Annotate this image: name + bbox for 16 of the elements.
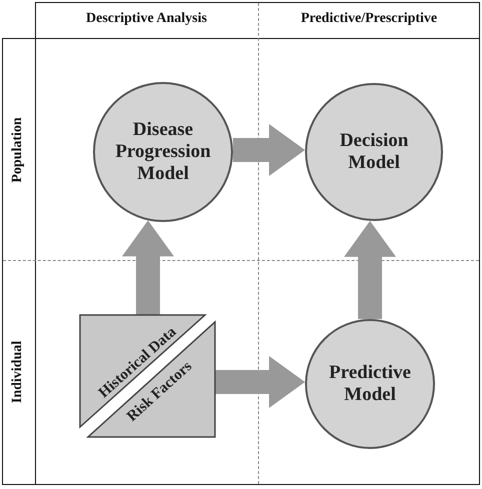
row-header: Individual <box>10 340 26 404</box>
node-label: Disease Progression Model <box>114 119 212 185</box>
node-label: Decision Model <box>338 130 410 174</box>
model-circle <box>305 319 435 449</box>
block-arrow <box>344 220 396 319</box>
model-circle <box>93 82 233 222</box>
block-arrow <box>122 220 174 315</box>
row-header: Population <box>10 117 26 183</box>
node-label: Predictive Model <box>328 362 412 406</box>
model-circle <box>305 83 443 221</box>
data-triangle <box>80 315 205 427</box>
block-arrow <box>232 124 306 176</box>
column-header: Predictive/Prescriptive <box>300 11 438 27</box>
block-arrow <box>215 356 306 408</box>
data-triangle <box>88 322 215 437</box>
column-header: Descriptive Analysis <box>85 11 208 27</box>
